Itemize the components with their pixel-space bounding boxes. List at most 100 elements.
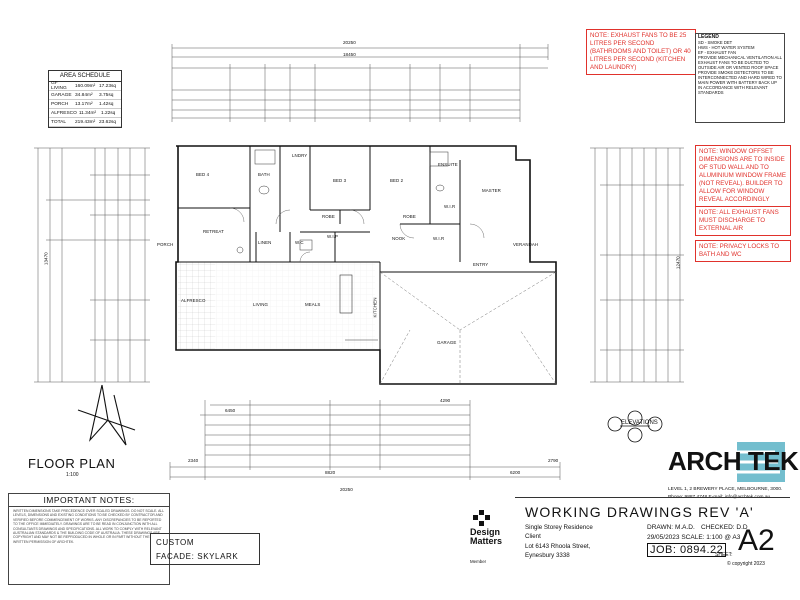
company-logo-text: ARCH TEK [668, 446, 799, 476]
room-wir-2: W.I.R [433, 236, 445, 241]
legend-box: LEGEND SD - SMOKE DET HWS - HOT WATER SY… [695, 33, 785, 123]
room-master: MASTER [482, 188, 501, 193]
room-lndry: LNDRY [292, 153, 308, 158]
copyright: © copyright 2023 [727, 561, 765, 567]
important-notes-title: IMPORTANT NOTES: [9, 494, 169, 507]
drawn-label: DRAWN: [647, 524, 674, 531]
island-bench [339, 274, 353, 314]
cell: 34.84m² [75, 92, 93, 98]
room-robe-2: ROBE [403, 214, 416, 219]
left-dimension-lines [37, 148, 146, 382]
cell: 23.62sq [99, 119, 117, 125]
room-meals: MEALS [305, 302, 321, 307]
cell: PORCH [51, 101, 69, 107]
cell: 3.75sq [99, 92, 114, 98]
bottom-dimension-lines [170, 404, 560, 478]
custom-label: CUSTOM [156, 538, 195, 547]
door-swings [229, 207, 485, 263]
cell: 1.22sq [100, 110, 116, 116]
note-window-offset: NOTE: WINDOW OFFSET DIMENSIONS ARE TO IN… [695, 145, 791, 207]
room-alfresco: ALFRESCO [181, 298, 206, 303]
table-row: PORCH 13.17m² 1.42sq [49, 100, 121, 109]
top-dimension-ticks [171, 44, 549, 122]
drawing-heading: WORKING DRAWINGS REV 'A' [525, 504, 754, 520]
legend-item: PROVIDE SMOKE DETECTORS TO BE INTERCONNE… [698, 70, 782, 95]
dim-bottom-2790: 2790 [548, 458, 559, 463]
job-label: JOB: [650, 544, 677, 556]
room-wc: W.C [295, 240, 304, 245]
sheet-number: A2 [738, 524, 775, 557]
room-verandah: VERANDAH [513, 242, 539, 247]
room-porch: PORCH [157, 242, 174, 247]
cell: 11.34m² [78, 110, 97, 116]
room-retreat: RETREAT [203, 229, 224, 234]
drawn-value: M.A.D. [674, 524, 695, 531]
sheet-label: SHEET: [715, 552, 733, 558]
cell: 1.42sq [99, 101, 114, 107]
fixtures [236, 149, 449, 341]
title-block: WORKING DRAWINGS REV 'A' Single Storey R… [515, 497, 790, 578]
design-matters-line1: Design [470, 527, 501, 537]
client-label: Client [525, 533, 541, 540]
dim-sub-6450: 6450 [225, 408, 236, 413]
floor-plan-title: FLOOR PLAN [28, 456, 116, 471]
cell: 219.43m² [75, 119, 96, 125]
top-dimension-lines [172, 47, 548, 119]
design-matters-line2: Matters [470, 536, 503, 546]
legend-item: EF - EXHAUST FAN [698, 50, 737, 55]
note-external-air: NOTE: ALL EXHAUST FANS MUST DISCHARGE TO… [695, 206, 791, 236]
job-number: 0894.22 [680, 544, 724, 556]
room-wir: W.I.R [444, 204, 456, 209]
room-nook: NOOK [392, 236, 406, 241]
right-dimension-ticks [590, 147, 684, 383]
note-privacy-locks: NOTE: PRIVACY LOCKS TO BATH AND WC [695, 240, 791, 262]
job-number-box: JOB: 0894.22 [647, 543, 727, 557]
cell: 17.23sq [99, 83, 117, 89]
room-bed2: BED 2 [390, 178, 404, 183]
bottom-dimension-ticks [169, 400, 561, 480]
dim-overall-top: 20250 [343, 40, 356, 45]
left-dimension-ticks [34, 147, 150, 383]
cell: 13.17m² [75, 101, 93, 107]
company-address: LEVEL 1, 2 BREWERY PLACE, MELBOURNE, 300… [668, 487, 783, 492]
dim-bottom-8820: 8820 [325, 470, 336, 475]
dim-bottom-6200: 6200 [510, 470, 521, 475]
important-notes-body: WRITTEN DIMENSIONS TAKE PRECEDENCE OVER … [13, 509, 165, 544]
address-line1: Lot 6143 Rhoola Street, [525, 543, 591, 550]
design-matters-tag: Member [470, 559, 487, 564]
room-linen: LINEN [258, 240, 272, 245]
room-entry: ENTRY [473, 262, 489, 267]
important-notes-box: IMPORTANT NOTES: WRITTEN DIMENSIONS TAKE… [8, 493, 170, 585]
room-bed4: BED 4 [196, 172, 210, 177]
checked-field: CHECKED: D.D [701, 524, 748, 531]
archtek-logo-graphic [737, 442, 785, 482]
cell: GARAGE [51, 92, 72, 98]
drawn-field: DRAWN: M.A.D. [647, 524, 695, 531]
date-scale: 29/05/2023 SCALE: 1:100 @ A3 [647, 534, 741, 541]
cell: ALFRESCO [51, 110, 77, 116]
elevations-label: ELEVATIONS [621, 420, 658, 426]
dim-sub-4290: 4290 [440, 398, 451, 403]
facade-label: FACADE: SKYLARK [156, 552, 239, 561]
legend-item: SD - SMOKE DET [698, 40, 733, 45]
design-matters-logo-graphic [473, 510, 490, 526]
area-schedule-title: AREA SCHEDULE [49, 71, 121, 82]
internal-walls [178, 146, 556, 350]
room-kitchen: KITCHEN [372, 297, 378, 318]
room-ensuite: ENSUITE [438, 162, 458, 167]
dim-overall-top-2: 18450 [343, 52, 356, 57]
address-line2: Eynesbury 3338 [525, 552, 570, 559]
cell: TOTAL [51, 119, 67, 125]
dim-overall-left: 13470 [43, 252, 49, 266]
legend-item: HWS - HOT WATER SYSTEM [698, 45, 755, 50]
room-robe-1: ROBE [322, 214, 335, 219]
legend-item: PROVIDE MECHANICAL VENTILATION ALL EXHAU… [698, 55, 782, 70]
north-arrow [77, 384, 136, 446]
checked-label: CHECKED: [701, 524, 735, 531]
cell: GF LIVING [51, 81, 67, 91]
